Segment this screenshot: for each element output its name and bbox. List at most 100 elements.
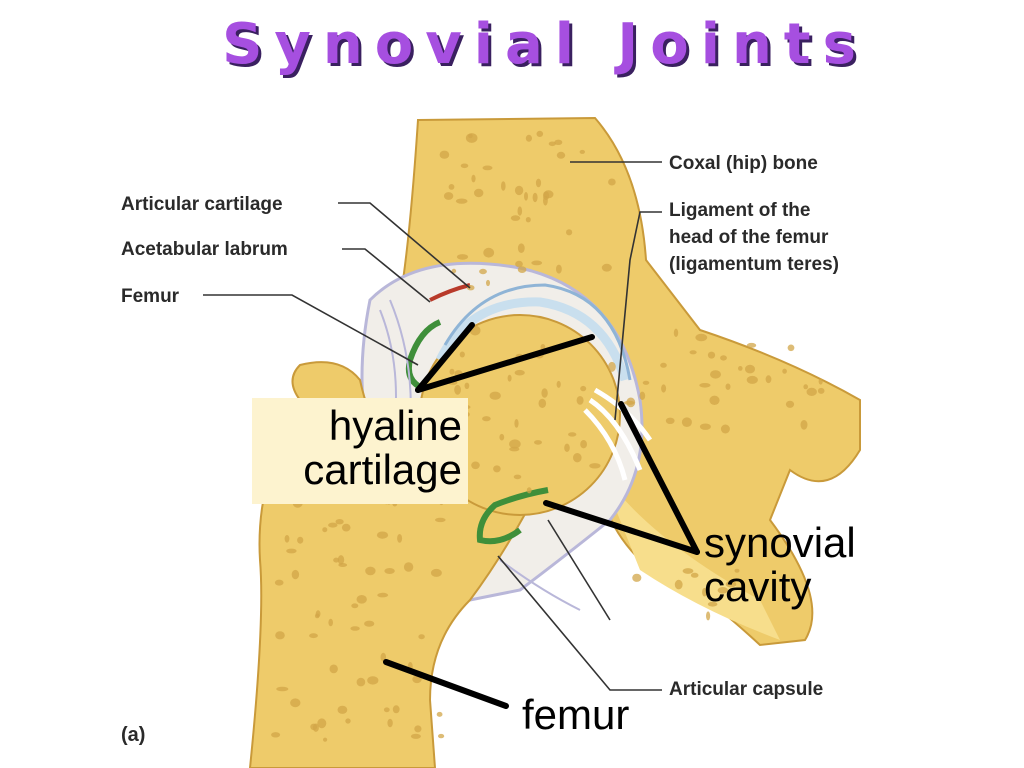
bone-pore <box>626 397 636 408</box>
callout-hyaline-1 <box>415 322 475 393</box>
bone-pore <box>513 474 522 480</box>
bone-pore <box>746 342 757 348</box>
bone-pore <box>706 611 711 621</box>
bone-pore <box>514 369 525 376</box>
bone-pore <box>717 587 728 594</box>
bone-pore <box>345 718 351 724</box>
bone-pore <box>350 626 360 631</box>
bone-pore <box>333 557 340 563</box>
bone-pore <box>566 229 573 236</box>
label-ligament-line-3: (ligamentum teres) <box>669 254 839 275</box>
bone-pore <box>601 263 612 272</box>
bone-pore <box>384 568 395 574</box>
bone-pore <box>589 463 601 469</box>
bone-pore <box>608 361 616 372</box>
bone-pore <box>454 384 461 395</box>
bone-pore <box>660 362 667 368</box>
bone-pore <box>317 718 327 729</box>
bone-pore <box>642 380 650 385</box>
bone-pore <box>818 378 823 385</box>
bone-pore <box>745 364 755 374</box>
bone-pore <box>328 522 338 528</box>
bone-pore <box>531 260 543 266</box>
bone-pore <box>337 705 348 714</box>
bone-pore <box>548 141 556 147</box>
bone-pore <box>367 676 379 685</box>
bone-pore <box>510 215 521 221</box>
bone-pore <box>534 440 542 445</box>
bone-pore <box>556 264 562 274</box>
bone-pore <box>720 355 727 361</box>
bone-pore <box>403 562 414 572</box>
bone-pore <box>608 178 616 186</box>
bone-pore <box>443 192 454 200</box>
bone-pore <box>707 351 716 359</box>
hyaline-label-background <box>252 398 468 504</box>
bone-pore <box>274 579 284 586</box>
bone-pore <box>699 383 711 388</box>
bone-pore <box>568 432 577 437</box>
bone-pore <box>322 527 328 533</box>
page-title: Synovial Joints <box>222 12 868 77</box>
bone-pore <box>525 134 533 142</box>
callout-synovial-line-2: cavity <box>704 563 812 610</box>
bone-pore <box>710 370 721 379</box>
bone-pore <box>483 247 495 258</box>
bone-pore <box>517 206 523 216</box>
bone-pore <box>493 465 501 473</box>
bone-pore <box>554 139 563 145</box>
bone-pore <box>275 631 285 640</box>
bone-pore <box>806 387 817 396</box>
bone-pore <box>538 398 547 408</box>
bone-pore <box>556 151 566 159</box>
labrum-lower <box>476 487 549 545</box>
bone-pore <box>525 217 531 223</box>
callout-hyaline-cartilage: hyaline cartilage <box>258 404 462 492</box>
leader-acetabular-labrum <box>342 248 431 303</box>
bone-pore <box>746 375 758 384</box>
bone-pore <box>482 165 493 171</box>
bone-pore <box>456 254 469 260</box>
callout-synovial-line-1: synovial <box>704 519 856 566</box>
bone-pore <box>695 333 708 342</box>
leader-ligament <box>614 211 662 421</box>
bone-pore <box>430 568 442 577</box>
bone-pore <box>526 487 532 494</box>
bone-pore <box>734 568 740 573</box>
bone-pore <box>580 385 587 392</box>
bone-pore <box>418 634 425 640</box>
bone-pore <box>639 391 646 400</box>
label-ligament-line-1: Ligament of the <box>669 200 811 221</box>
bone-pore <box>690 572 699 578</box>
bone-pore <box>329 664 338 674</box>
bone-pore <box>765 375 772 384</box>
bone-pore <box>383 707 390 713</box>
bone-pore <box>707 601 718 607</box>
leader-articular-cartilage <box>338 202 471 289</box>
bone-pore <box>297 536 304 544</box>
bone-pore <box>532 192 538 203</box>
bone-pore <box>459 351 465 358</box>
label-femur-small: Femur <box>121 286 180 307</box>
bone-pore <box>335 519 344 525</box>
bone-pore <box>356 595 367 604</box>
bone-pore <box>803 384 808 390</box>
bone-pore <box>501 181 506 191</box>
bone-pore <box>632 573 642 582</box>
bone-pore <box>800 420 808 430</box>
bone-pore <box>509 439 521 449</box>
callout-femur <box>383 659 509 709</box>
bone-pore <box>725 580 737 588</box>
bone-pore <box>328 618 334 627</box>
callout-synovial-1 <box>618 401 700 555</box>
callout-synovial-cavity: synovial cavity <box>704 521 856 609</box>
bone-pore <box>460 163 469 169</box>
bone-pore <box>291 569 300 580</box>
bone-pore <box>579 149 585 154</box>
bone-pore <box>514 185 524 196</box>
bone-pore <box>573 453 582 463</box>
bone-pore <box>337 555 345 565</box>
bone-pore <box>449 368 455 375</box>
bone-pore <box>435 517 446 523</box>
bone-pore <box>556 380 561 388</box>
